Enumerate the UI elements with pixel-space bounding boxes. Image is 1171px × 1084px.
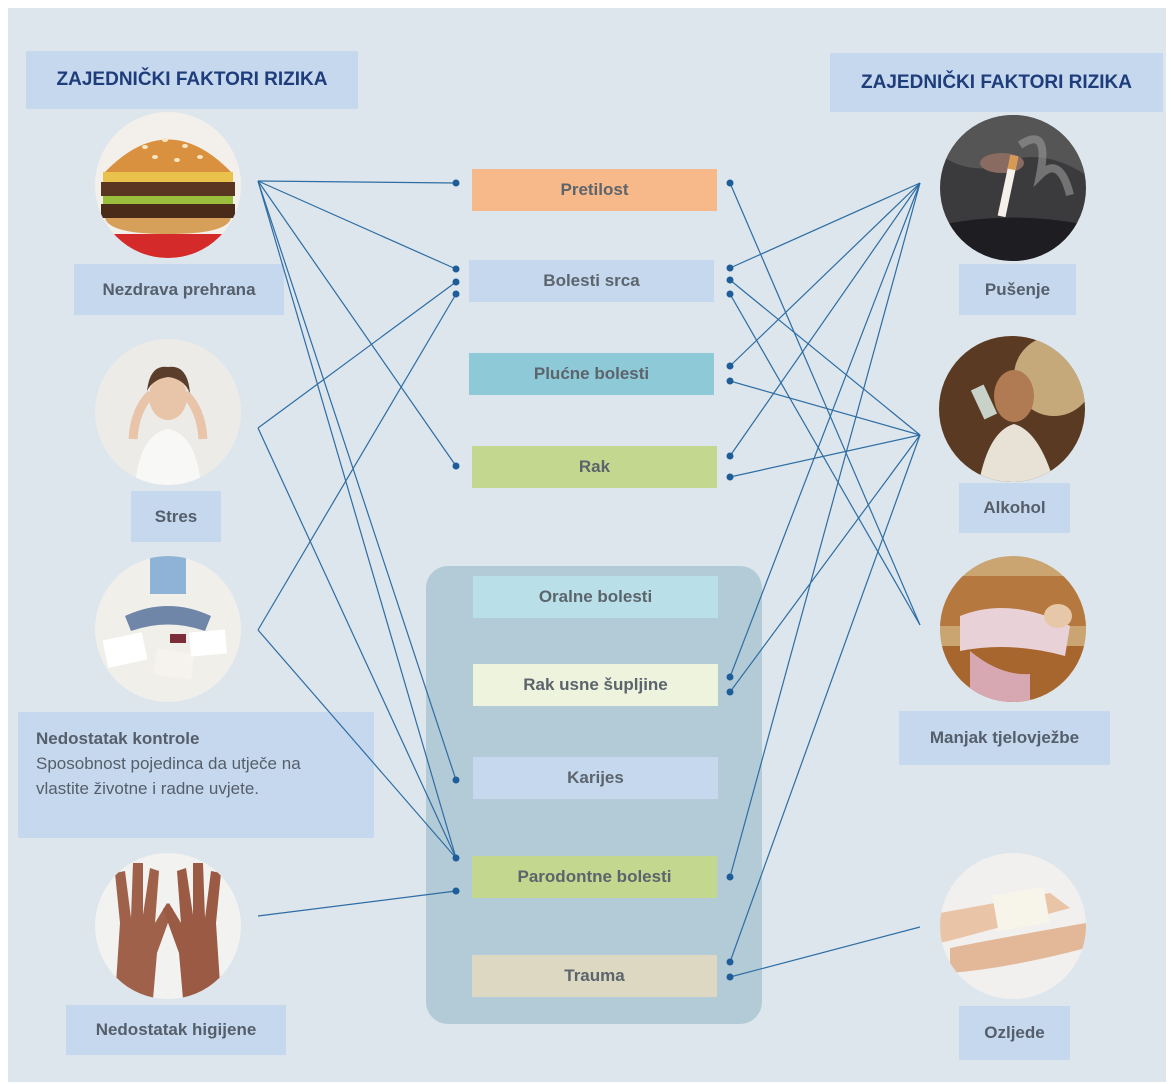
dot-trauma-right-1: [726, 958, 734, 966]
dot-parodontne-left-2: [452, 887, 460, 895]
disease-oralne-bolesti: Oralne bolesti: [473, 576, 718, 618]
nedostatak-kontrole-description: Sposobnost pojedinca da utječe na vlasti…: [36, 754, 301, 798]
line-smoking-parodontne: [729, 182, 921, 878]
dot-srca-right-2: [726, 276, 734, 284]
line-stress-parodontne: [257, 427, 457, 859]
line-alcohol-bolesti-srca: [729, 279, 921, 436]
label-nedostatak-higijene: Nedostatak higijene: [66, 1005, 286, 1055]
label-nezdrava-prehrana: Nezdrava prehrana: [74, 264, 284, 315]
label-stres: Stres: [131, 491, 221, 542]
disease-rak: Rak: [472, 446, 717, 488]
line-hygiene-parodontne: [257, 890, 457, 917]
dot-karijes-left: [452, 776, 460, 784]
disease-pretilost: Pretilost: [472, 169, 717, 211]
label-alkohol: Alkohol: [959, 483, 1070, 533]
dot-srca-right-1: [726, 264, 734, 272]
line-alcohol-rak-usne: [729, 434, 921, 693]
label-manjak-tjelovjezbe: Manjak tjelovježbe: [899, 711, 1110, 765]
dot-rak-usne-right-1: [726, 673, 734, 681]
line-smoking-rak-usne: [729, 182, 921, 678]
line-stress-bolesti-srca: [257, 281, 457, 429]
line-diet-parodontne: [257, 180, 457, 859]
disease-bolesti-srca: Bolesti srca: [469, 260, 714, 302]
dot-srca-left-2: [452, 278, 460, 286]
dot-rak-right-2: [726, 473, 734, 481]
line-smoking-bolesti-srca: [729, 182, 921, 269]
dot-rak-left: [452, 462, 460, 470]
dot-parodontne-right: [726, 873, 734, 881]
disease-karijes: Karijes: [473, 757, 718, 799]
dot-rak-right-1: [726, 452, 734, 460]
dot-parodontne-left-1: [452, 854, 460, 862]
disease-rak-usne-supljine: Rak usne šupljine: [473, 664, 718, 706]
line-control-parodontne: [257, 629, 457, 859]
line-alcohol-plucne: [729, 380, 921, 436]
right-header: ZAJEDNIČKI FAKTORI RIZIKA: [830, 53, 1163, 112]
dot-srca-right-3: [726, 290, 734, 298]
bandaged-arm-photo: [940, 853, 1086, 999]
label-ozljede: Ozljede: [959, 1006, 1070, 1060]
left-header: ZAJEDNIČKI FAKTORI RIZIKA: [26, 51, 358, 109]
dot-pretilost-right: [726, 179, 734, 187]
line-diet-pretilost: [257, 180, 457, 184]
label-pusenje: Pušenje: [959, 264, 1076, 315]
line-diet-bolesti-srca: [257, 180, 457, 270]
papers-photo: [95, 556, 241, 702]
burger-photo: [95, 112, 241, 258]
dot-plucne-right-2: [726, 377, 734, 385]
line-diet-rak: [257, 180, 457, 467]
line-control-bolesti-srca: [257, 293, 457, 631]
line-smoking-plucne: [729, 182, 921, 367]
smoking-photo: [940, 115, 1086, 261]
dirty-hands-photo: [95, 853, 241, 999]
dot-plucne-right-1: [726, 362, 734, 370]
line-alcohol-rak: [729, 434, 921, 478]
dot-srca-left-3: [452, 290, 460, 298]
nedostatak-kontrole-title: Nedostatak kontrole: [36, 729, 200, 748]
line-inactivity-pretilost: [729, 182, 921, 626]
line-alcohol-trauma: [729, 434, 921, 963]
stressed-woman-photo: [95, 339, 241, 485]
dot-rak-usne-right-2: [726, 688, 734, 696]
line-smoking-rak: [729, 182, 921, 457]
line-diet-karijes: [257, 180, 457, 781]
dot-trauma-right-2: [726, 973, 734, 981]
line-inactivity-bolesti-srca: [729, 293, 921, 626]
drinking-man-photo: [939, 336, 1085, 482]
nedostatak-kontrole-box: Nedostatak kontrole Sposobnost pojedinca…: [18, 712, 374, 838]
dot-srca-left-1: [452, 265, 460, 273]
disease-trauma: Trauma: [472, 955, 717, 997]
dot-pretilost-left: [452, 179, 460, 187]
line-injury-trauma: [729, 926, 921, 978]
disease-parodontne-bolesti: Parodontne bolesti: [472, 856, 717, 898]
disease-plucne-bolesti: Plućne bolesti: [469, 353, 714, 395]
